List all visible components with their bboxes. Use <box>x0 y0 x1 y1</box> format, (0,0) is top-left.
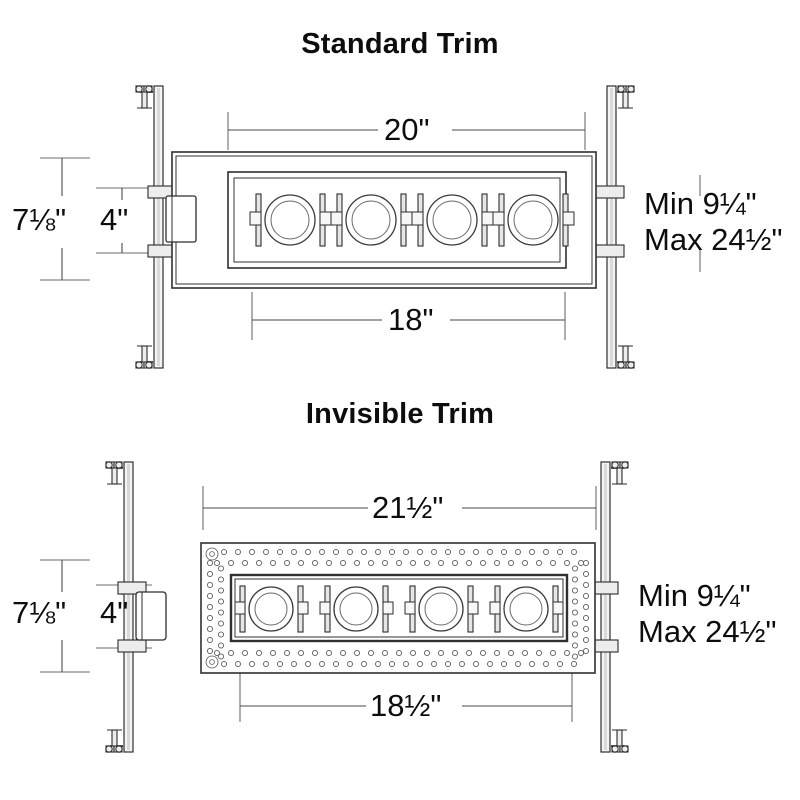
perforation-pattern <box>206 548 590 668</box>
aperture <box>411 193 494 247</box>
dim-invisible-left-outer-height: 7⅛" <box>12 595 67 630</box>
invisible-trim-title: Invisible Trim <box>305 398 495 430</box>
aperture-group-standard <box>249 193 575 247</box>
aperture <box>319 585 394 633</box>
mounting-bar-left-invisible <box>105 461 147 753</box>
dim-standard-right-min: Min 9¼" <box>644 186 757 221</box>
dim-185-line <box>239 672 573 722</box>
aperture <box>234 585 309 633</box>
standard-trim-title: Standard Trim <box>301 28 499 60</box>
dim-standard-top-width: 20" <box>384 112 430 147</box>
aperture <box>249 193 332 247</box>
dim-standard-left-inner-height: 4" <box>100 202 129 237</box>
dim-invisible-top-width: 21½" <box>372 490 444 525</box>
dim-20-line <box>227 112 586 150</box>
bar-clip-top-right <box>617 85 635 109</box>
dim-7125-line <box>40 157 90 281</box>
bar-clip-top-right-invisible <box>611 461 629 485</box>
aperture <box>489 585 564 633</box>
aperture <box>404 585 479 633</box>
mounting-bar-left <box>135 85 175 369</box>
dim-standard-bottom-width: 18" <box>388 302 434 337</box>
aperture <box>330 193 413 247</box>
dim-7125-line-invisible <box>40 559 90 673</box>
mounting-bar-right-invisible <box>589 461 629 753</box>
junction-box-standard <box>165 195 197 243</box>
dim-standard-left-outer-height: 7⅛" <box>12 202 67 237</box>
dim-invisible-left-inner-height: 4" <box>100 595 129 630</box>
bar-clip-top-left-invisible <box>105 461 123 485</box>
dim-standard-right-max: Max 24½" <box>644 222 783 257</box>
dim-18-line <box>251 292 566 340</box>
dim-215-line <box>202 486 597 530</box>
bar-clip-bottom-right <box>617 345 635 369</box>
bar-clip-bottom-right-invisible <box>611 729 629 753</box>
bar-clip-bottom-left <box>135 345 153 369</box>
dim-invisible-bottom-width: 18½" <box>370 688 442 723</box>
aperture-group-invisible <box>234 585 564 633</box>
aperture <box>492 193 575 247</box>
dim-4-line <box>96 187 152 254</box>
bar-clip-bottom-left-invisible <box>105 729 123 753</box>
bar-clip-top-left <box>135 85 153 109</box>
dim-invisible-right-min: Min 9¼" <box>638 578 751 613</box>
dim-invisible-right-max: Max 24½" <box>638 614 777 649</box>
junction-box-invisible <box>135 591 167 641</box>
